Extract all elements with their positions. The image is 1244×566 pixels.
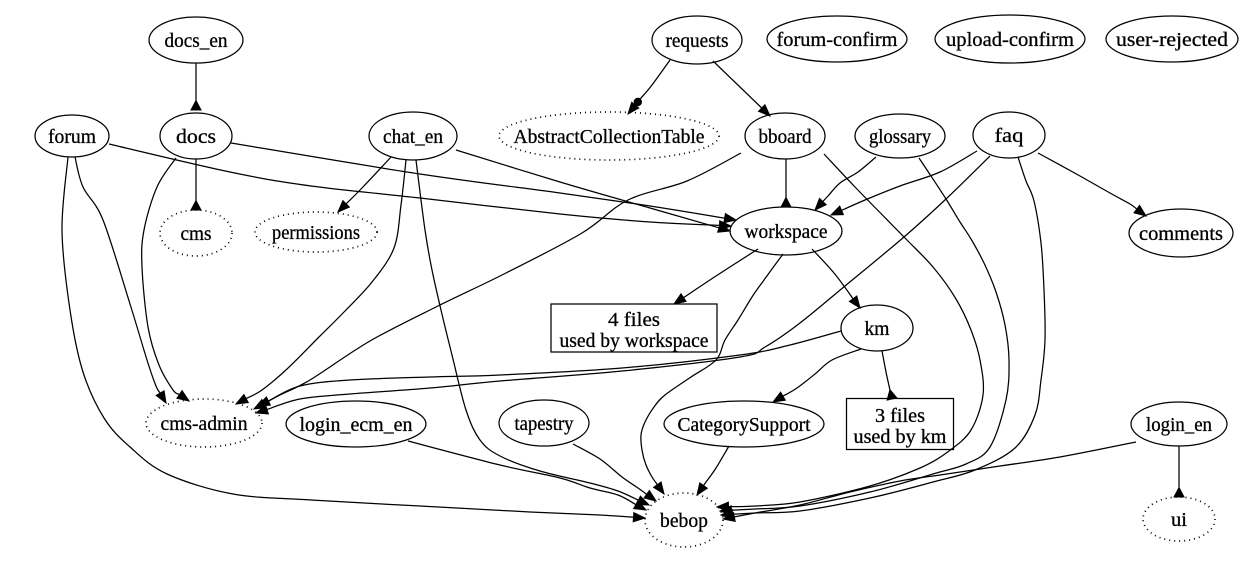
svg-text:chat_en: chat_en (383, 126, 443, 148)
svg-text:forum: forum (48, 126, 96, 148)
svg-text:used by workspace: used by workspace (560, 330, 709, 352)
svg-text:bboard: bboard (759, 126, 812, 148)
svg-text:CategorySupport: CategorySupport (678, 414, 811, 436)
svg-text:km: km (865, 318, 890, 340)
svg-text:login_ecm_en: login_ecm_en (300, 414, 413, 436)
svg-text:login_en: login_en (1146, 414, 1212, 436)
svg-text:comments: comments (1139, 223, 1223, 245)
svg-text:glossary: glossary (869, 126, 931, 148)
svg-text:user-rejected: user-rejected (1116, 29, 1228, 51)
svg-text:requests: requests (666, 30, 729, 52)
svg-text:cms-admin: cms-admin (161, 413, 248, 435)
svg-text:3 files: 3 files (875, 405, 925, 427)
svg-text:faq: faq (995, 125, 1024, 147)
svg-text:docs: docs (176, 126, 216, 148)
svg-text:forum-confirm: forum-confirm (777, 29, 898, 51)
svg-text:docs_en: docs_en (165, 30, 228, 52)
svg-text:upload-confirm: upload-confirm (946, 29, 1074, 51)
svg-text:ui: ui (1171, 509, 1187, 531)
svg-text:workspace: workspace (745, 221, 828, 243)
svg-text:4 files: 4 files (608, 309, 660, 331)
svg-text:used by km: used by km (854, 426, 947, 448)
svg-text:cms: cms (181, 223, 212, 245)
svg-text:AbstractCollectionTable: AbstractCollectionTable (514, 126, 705, 148)
svg-text:permissions: permissions (272, 222, 360, 244)
svg-text:tapestry: tapestry (515, 413, 574, 435)
svg-text:bebop: bebop (660, 510, 708, 532)
